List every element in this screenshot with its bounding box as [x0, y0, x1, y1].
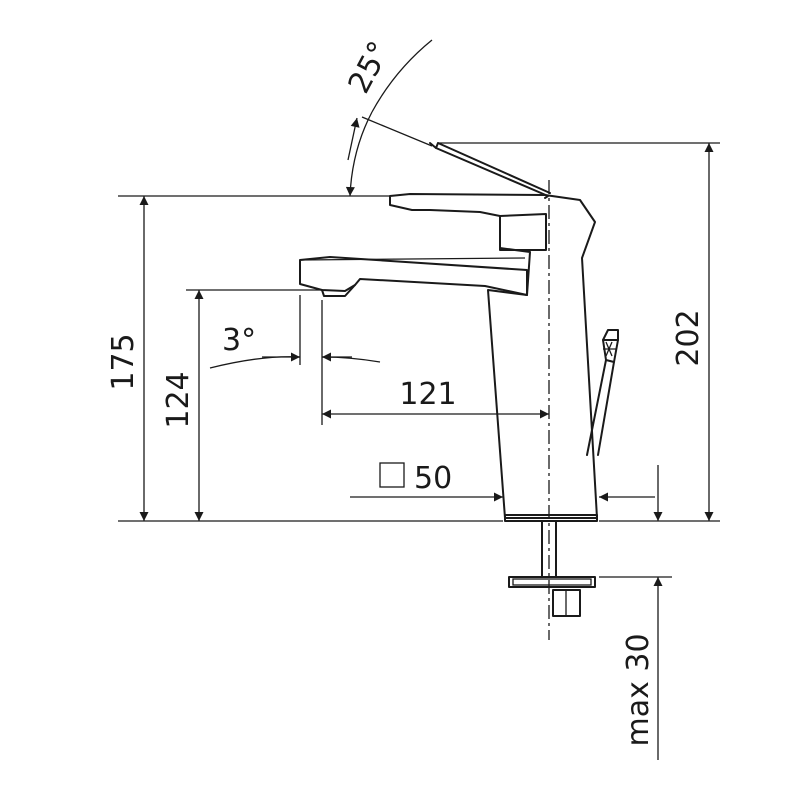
spout-aerator — [321, 284, 356, 297]
angle-lever-arrow — [347, 117, 360, 161]
height-spout-label: 124 — [161, 371, 196, 428]
cartridge-block — [499, 213, 547, 251]
base-size-label: 50 — [414, 461, 452, 496]
square-size-icon — [379, 462, 405, 488]
extension-lines — [118, 142, 720, 578]
angle-spout-label: 3° — [222, 323, 256, 358]
angle-spout-arc-left — [209, 356, 301, 369]
height-total-label: 175 — [106, 333, 141, 390]
spout-top-edge — [299, 257, 526, 261]
angle-lever-label: 25° — [342, 36, 398, 99]
popup-knob-top — [602, 329, 619, 341]
angle-lever-arc-upper — [371, 39, 433, 113]
popup-knob — [602, 339, 619, 363]
angle-spout-arc-right — [321, 356, 381, 363]
max-thickness-label: max 30 — [621, 633, 656, 746]
reach-label: 121 — [399, 377, 456, 412]
popup-rod — [586, 359, 615, 456]
angle-lever-extension — [361, 116, 433, 147]
faucet-body — [299, 142, 619, 617]
lever-open-top — [435, 142, 551, 194]
faucet-body-outline — [389, 193, 598, 519]
mounting-washer — [508, 576, 596, 588]
spout-outline — [299, 256, 528, 296]
height-lever-open-label: 202 — [671, 309, 706, 366]
angle-lever-arc-lower — [345, 111, 373, 197]
mounting-washer-inner — [512, 578, 592, 586]
cold-mark-icon — [603, 341, 616, 357]
lever-open-outline — [429, 142, 549, 199]
